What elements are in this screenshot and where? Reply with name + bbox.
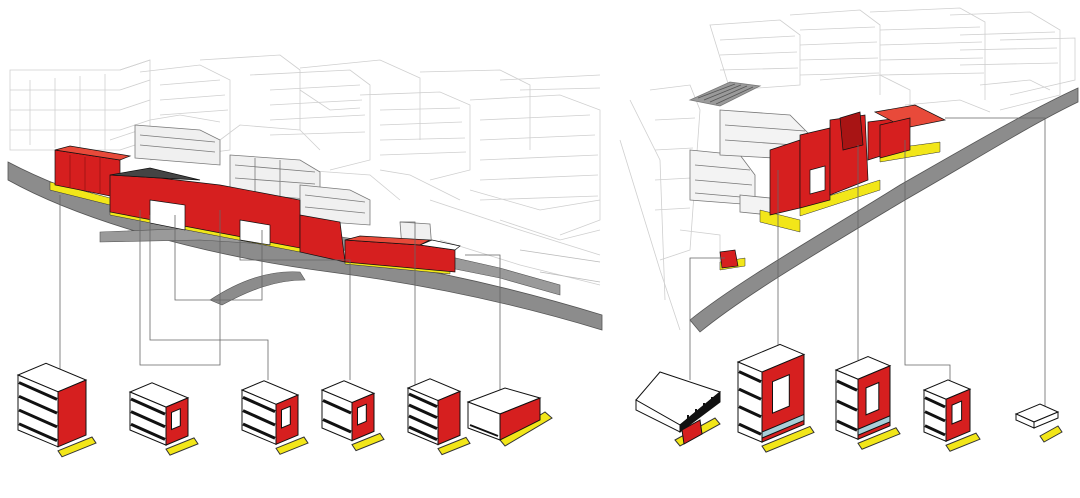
floor-slab [322, 399, 352, 415]
ground-plinth [1039, 425, 1063, 443]
floor-slab [836, 399, 858, 412]
building-module [16, 362, 97, 458]
right-road [689, 87, 1079, 333]
right-context-buildings [619, 7, 1076, 331]
ground-plinth [165, 437, 199, 456]
floor-slab [322, 418, 352, 434]
module-cutout [171, 407, 181, 431]
module-right-face [499, 397, 541, 441]
floor-slab [130, 410, 166, 429]
ground-plinth [437, 436, 471, 456]
floor-slab [18, 408, 58, 429]
floor-slab [130, 397, 166, 416]
right-ground-plinths [719, 141, 941, 271]
floor-slab [836, 379, 858, 392]
right-proposed-buildings [719, 104, 947, 269]
module-red-element [681, 419, 703, 445]
ground-plinth [857, 427, 901, 450]
ground-plinth [945, 432, 981, 452]
left-site-panel [7, 54, 603, 458]
building-module [240, 380, 309, 455]
floor-slab [408, 425, 438, 442]
right-module-row [635, 343, 1063, 453]
floor-slab [242, 422, 276, 440]
building-module [1014, 403, 1063, 443]
floor-slab [924, 410, 946, 423]
module-cutout [281, 405, 291, 429]
left-proposed-buildings [54, 145, 461, 273]
ground-plinth [57, 436, 97, 458]
floor-slab [469, 424, 499, 437]
module-cutout [951, 400, 963, 425]
building-module [466, 387, 553, 447]
ground-plinth [351, 432, 385, 452]
building-module [922, 379, 981, 452]
building-module [406, 378, 471, 456]
module-right-face [1033, 411, 1059, 429]
module-right-face [57, 379, 87, 448]
building-module [834, 356, 901, 450]
left-existing-buildings [134, 124, 433, 251]
right-site-panel [619, 7, 1079, 453]
building-module [128, 382, 199, 456]
left-leader-lines [59, 195, 501, 395]
floor-slab [18, 381, 58, 401]
left-context-buildings [9, 54, 601, 286]
floor-slab [242, 395, 276, 413]
ground-plinth [275, 436, 309, 455]
right-leader-lines [689, 117, 1046, 410]
floor-slab [924, 424, 946, 437]
floor-slab [738, 422, 762, 436]
floor-slab [738, 370, 762, 384]
floor-slab [738, 387, 762, 401]
floor-slab [18, 422, 58, 442]
module-roof [635, 371, 722, 426]
building-module [736, 343, 815, 453]
ground-plinth [761, 425, 815, 453]
module-right-face [437, 390, 461, 446]
floor-slab [408, 403, 438, 420]
glass-band [857, 415, 891, 436]
floor-slab [408, 414, 438, 431]
building-module [635, 371, 722, 447]
glass-band [761, 413, 805, 439]
floor-slab [924, 396, 946, 409]
floor-slab [836, 419, 858, 432]
floor-slab [242, 409, 276, 427]
module-right-face [679, 390, 721, 433]
module-cutout [772, 373, 790, 414]
floor-slab [130, 422, 166, 441]
left-module-row [16, 362, 553, 458]
building-module [320, 380, 385, 452]
floor-slab [18, 394, 58, 415]
floor-slab [408, 392, 438, 409]
module-cutout [865, 381, 880, 416]
module-cutout [357, 403, 367, 426]
floor-slab [738, 405, 762, 419]
